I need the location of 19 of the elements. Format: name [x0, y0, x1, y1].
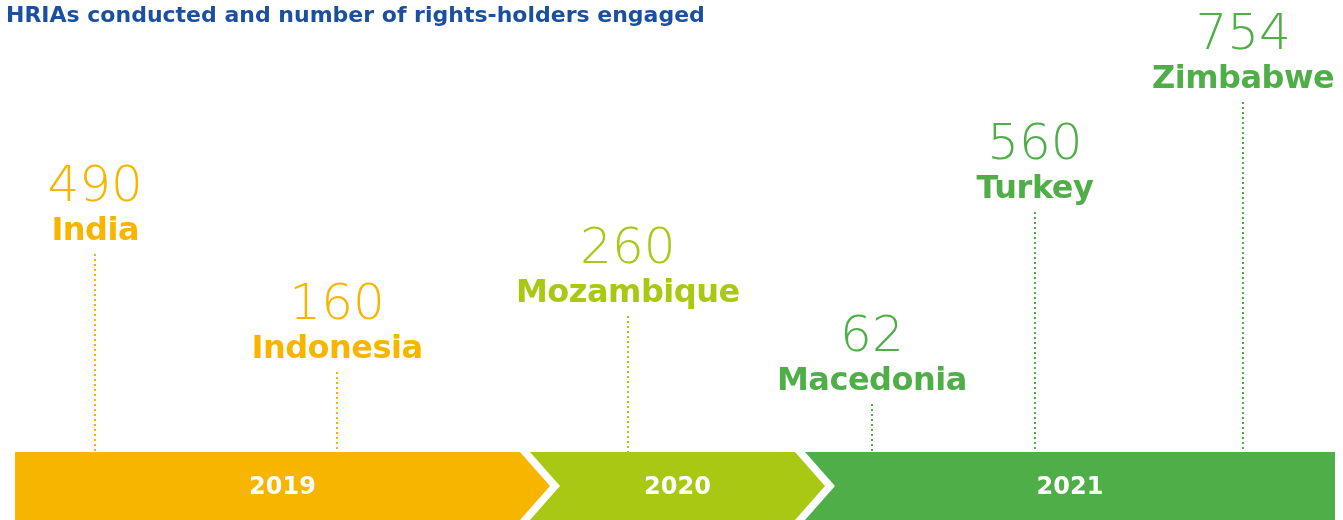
chart-title: HRIAs conducted and number of rights-holders engaged [6, 2, 705, 27]
country-name: Zimbabwe [1152, 58, 1335, 96]
country-name: Macedonia [777, 360, 967, 398]
rights-holders-count: 62 [839, 308, 905, 360]
rights-holders-count: 160 [288, 276, 386, 328]
year-label: 2019 [248, 472, 317, 500]
rights-holders-count: 260 [579, 220, 677, 272]
rights-holders-count: 560 [986, 116, 1084, 168]
country-name: Turkey [976, 168, 1094, 206]
country-name: Indonesia [251, 328, 423, 366]
country-name: Mozambique [516, 272, 740, 310]
year-label: 2020 [643, 472, 712, 500]
leader-line [871, 403, 873, 453]
year-label: 2021 [1035, 472, 1105, 500]
rights-holders-count: 490 [47, 158, 143, 210]
leader-line [94, 253, 96, 453]
country-name: India [50, 210, 141, 248]
rights-holders-count: 754 [1194, 6, 1292, 58]
leader-line [627, 315, 629, 453]
